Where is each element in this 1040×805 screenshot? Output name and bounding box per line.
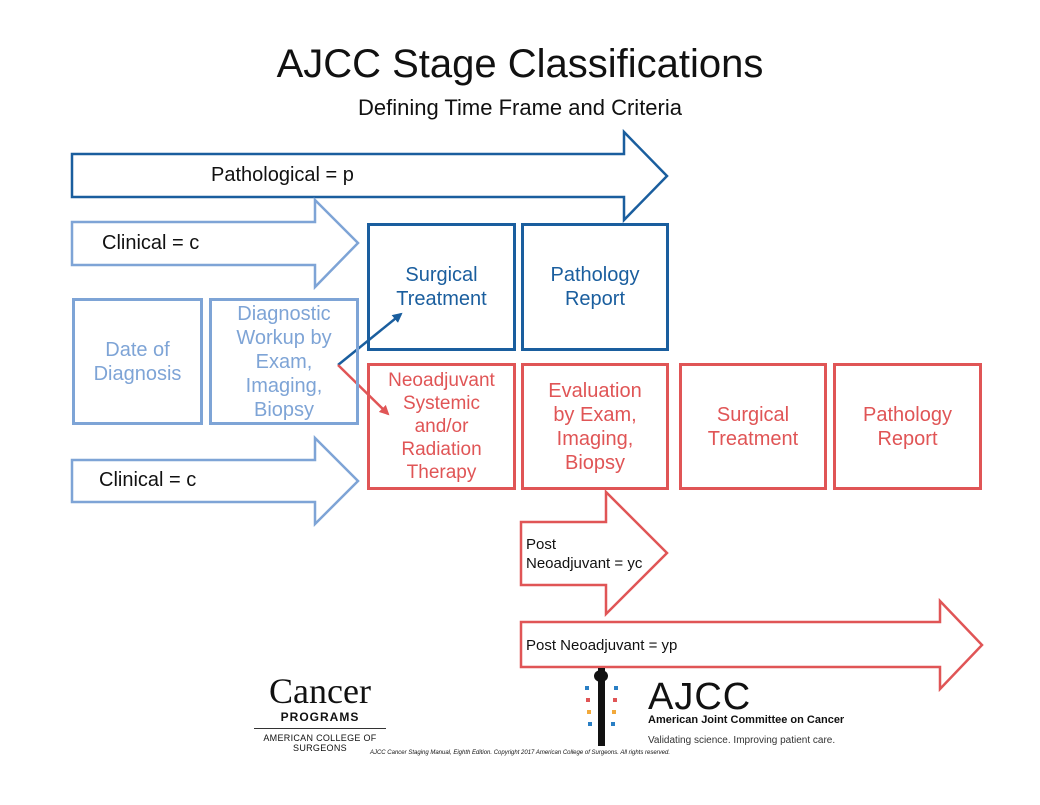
post-neoadjuvant-yp-arrow xyxy=(519,597,984,693)
cancer-programs-logo: Cancer PROGRAMS AMERICAN COLLEGE OF SURG… xyxy=(240,672,400,753)
ajcc-full-name: American Joint Committee on Cancer xyxy=(648,714,845,726)
cancer-programs-divider xyxy=(254,728,386,729)
post-neoadjuvant-yc-line1: Post xyxy=(526,536,557,553)
clinical-arrow-top xyxy=(70,196,360,291)
cancer-programs-wordmark: Cancer xyxy=(269,671,371,711)
cancer-programs-org: AMERICAN COLLEGE OF SURGEONS xyxy=(263,733,377,753)
cancer-programs-sub: PROGRAMS xyxy=(280,710,360,724)
connector-to-neoadjuvant xyxy=(337,364,390,416)
clinical-arrow-bottom xyxy=(70,434,360,528)
pathological-label: Pathological = p xyxy=(211,164,354,186)
post-neoadjuvant-yc-label: Post Neoadjuvant = yc xyxy=(526,535,642,573)
surgical-treatment-bottom-box: Surgical Treatment xyxy=(679,363,827,490)
copyright-notice: AJCC Cancer Staging Manual, Eighth Editi… xyxy=(369,750,671,756)
pathology-report-bottom-box: Pathology Report xyxy=(833,363,982,490)
pathological-arrow xyxy=(70,128,669,224)
clinical-label-bottom: Clinical = c xyxy=(99,469,197,491)
ajcc-tagline: Validating science. Improving patient ca… xyxy=(648,735,836,746)
post-neoadjuvant-yc-line2: Neoadjuvant = yc xyxy=(526,555,643,572)
date-of-diagnosis-box: Date of Diagnosis xyxy=(72,298,203,425)
surgical-treatment-top-box: Surgical Treatment xyxy=(367,223,516,351)
ajcc-emblem-icon xyxy=(585,668,618,746)
pathology-report-top-box: Pathology Report xyxy=(521,223,669,351)
clinical-label-top: Clinical = c xyxy=(102,232,200,254)
post-neoadjuvant-yc-arrow xyxy=(519,488,669,618)
neoadjuvant-therapy-box: Neoadjuvant Systemic and/or Radiation Th… xyxy=(367,363,516,490)
page-subtitle: Defining Time Frame and Criteria xyxy=(357,95,682,120)
evaluation-box: Evaluation by Exam, Imaging, Biopsy xyxy=(521,363,669,490)
page-title: AJCC Stage Classifications xyxy=(276,42,764,86)
diagnostic-workup-box: Diagnostic Workup by Exam, Imaging, Biop… xyxy=(209,298,359,425)
post-neoadjuvant-yp-label: Post Neoadjuvant = yp xyxy=(526,637,678,654)
ajcc-wordmark: AJCC xyxy=(648,676,752,718)
